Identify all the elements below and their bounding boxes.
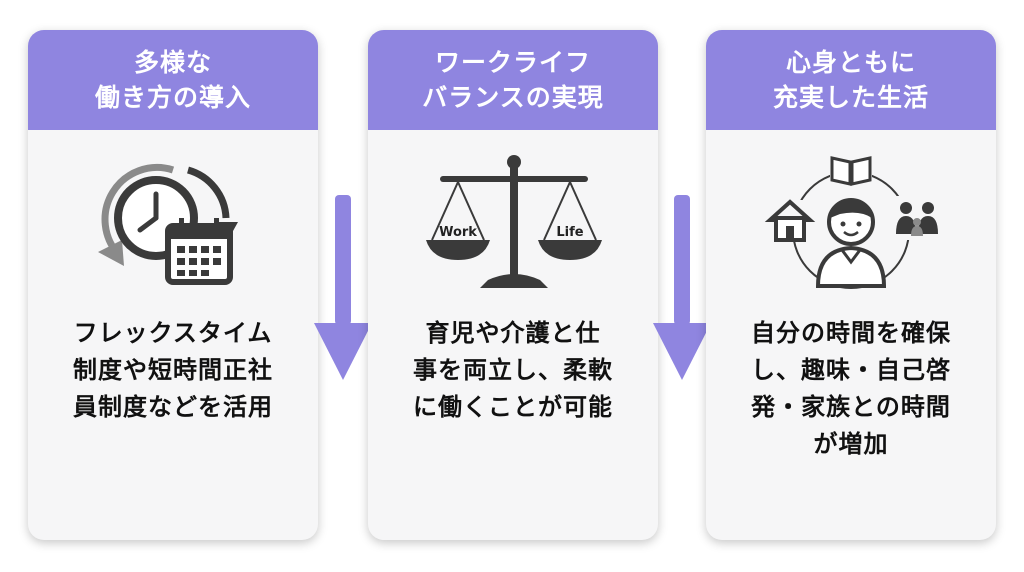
step-body-line: に働くことが可能 (413, 393, 613, 421)
step-description: フレックスタイム 制度や短時間正社 員制度などを活用 (28, 315, 318, 426)
step-body-line: が増加 (813, 430, 889, 458)
clock-calendar-icon (78, 148, 268, 298)
step-body-line: 発・家族との時間 (751, 393, 951, 421)
step-card-work-life-balance: ワークライフ バランスの実現 Work Life 育児や介護と仕 事を両立し、柔… (368, 30, 658, 540)
step-body-line: 員制度などを活用 (73, 393, 273, 421)
step-description: 自分の時間を確保 し、趣味・自己啓 発・家族との時間 が増加 (706, 315, 996, 463)
step-body-line: 育児や介護と仕 (425, 319, 601, 347)
step-title-line: 多様な (133, 48, 212, 77)
arrow-down-icon (653, 195, 711, 380)
step-body-line: 自分の時間を確保 (751, 319, 951, 347)
step-title-line: 充実した生活 (772, 83, 929, 112)
step-card-fulfilling-life: 心身ともに 充実した生活 (706, 30, 996, 540)
step-body-line: フレックスタイム (73, 319, 273, 347)
step-card-header: 多様な 働き方の導入 (28, 30, 318, 130)
step-title-line: ワークライフ (434, 48, 591, 77)
step-title-line: バランスの実現 (422, 83, 604, 112)
balance-scale-icon: Work Life (418, 148, 608, 298)
step-title-line: 心身ともに (785, 48, 916, 77)
person-lifestyle-icon (756, 148, 946, 298)
step-body-line: 事を両立し、柔軟 (413, 356, 613, 384)
scale-label-work: Work (439, 225, 477, 240)
step-card-diverse-work: 多様な 働き方の導入 フレックスタイム 制度や短時間正 (28, 30, 318, 540)
step-card-header: ワークライフ バランスの実現 (368, 30, 658, 130)
step-body-line: 制度や短時間正社 (73, 356, 273, 384)
arrow-down-icon (314, 195, 372, 380)
scale-label-life: Life (556, 225, 583, 240)
step-body-line: し、趣味・自己啓 (751, 356, 951, 384)
step-card-header: 心身ともに 充実した生活 (706, 30, 996, 130)
step-description: 育児や介護と仕 事を両立し、柔軟 に働くことが可能 (368, 315, 658, 426)
step-title-line: 働き方の導入 (94, 83, 251, 112)
